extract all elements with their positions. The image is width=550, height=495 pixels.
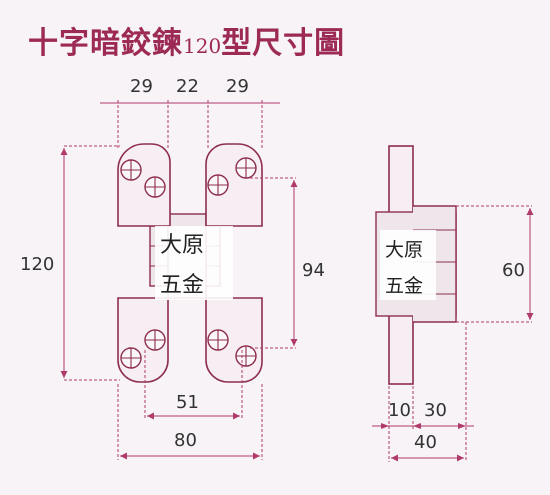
dim-80: 80 bbox=[174, 430, 197, 451]
brand-stamp-box bbox=[155, 226, 233, 300]
front-view: 大原 五金 29 22 29 120 94 bbox=[20, 76, 325, 460]
dim-30: 30 bbox=[424, 400, 447, 421]
side-brand-line-1: 大原 bbox=[385, 239, 423, 261]
side-brand-stamp-box bbox=[380, 230, 436, 300]
dim-51: 51 bbox=[176, 392, 199, 413]
dim-10: 10 bbox=[388, 400, 411, 421]
dim-29-right: 29 bbox=[226, 76, 249, 97]
dim-40: 40 bbox=[414, 432, 437, 453]
dim-60: 60 bbox=[502, 260, 525, 281]
brand-line-1: 大原 bbox=[160, 233, 204, 258]
side-view: 大原 五金 60 10 30 40 bbox=[372, 145, 534, 462]
page-title: 十字暗鉸鍊120型尺寸圖 bbox=[28, 18, 345, 62]
dim-22: 22 bbox=[176, 76, 199, 97]
brand-line-2: 五金 bbox=[160, 273, 204, 298]
side-brand-line-2: 五金 bbox=[385, 275, 423, 297]
title-main: 十字暗鉸鍊 bbox=[28, 26, 183, 61]
dim-29-left: 29 bbox=[130, 76, 153, 97]
dim-120: 120 bbox=[20, 254, 54, 275]
title-suffix: 型尺寸圖 bbox=[221, 26, 346, 61]
title-size: 120 bbox=[183, 34, 222, 58]
screw-holes bbox=[120, 157, 257, 369]
dim-94: 94 bbox=[302, 260, 325, 281]
